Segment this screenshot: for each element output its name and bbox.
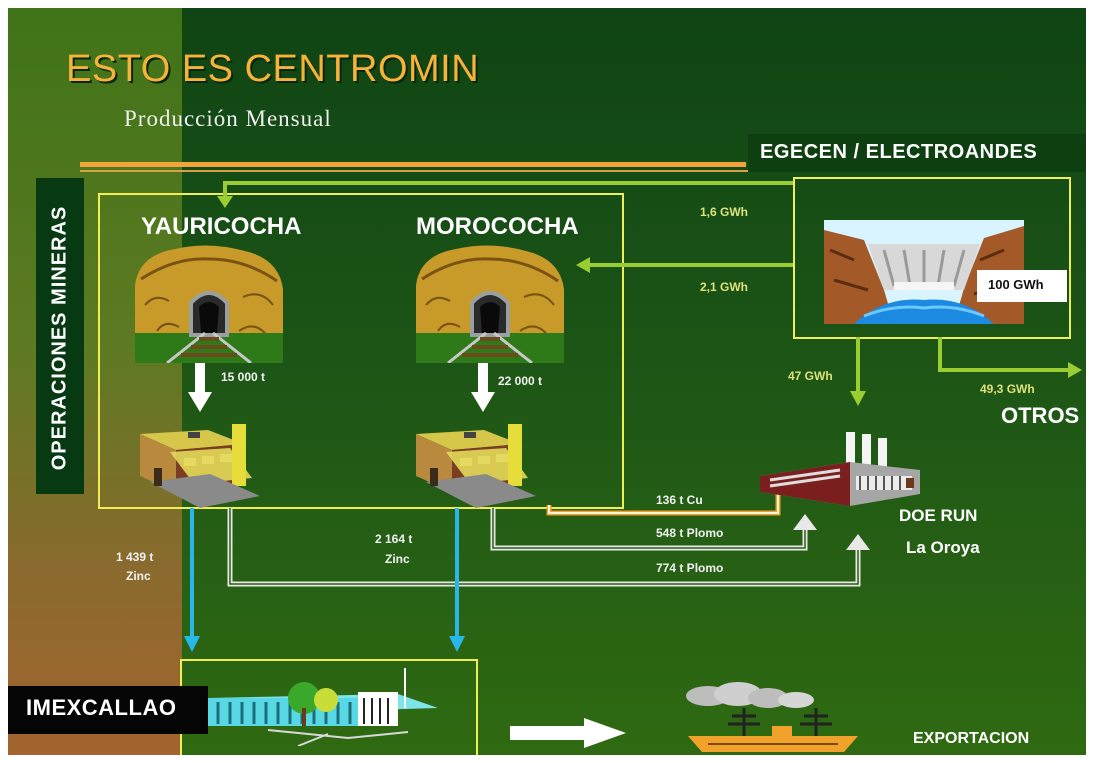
- lead-flow-label-morococha: 548 t Plomo: [656, 526, 724, 540]
- lead-arrowhead-yauricocha: [846, 534, 870, 550]
- zinc-arrowhead-yauricocha: [184, 636, 200, 652]
- refinery-icon: [760, 432, 920, 506]
- plant-output-badge: [977, 270, 1067, 302]
- lead-flow-label-yauricocha: 774 t Plomo: [656, 561, 724, 575]
- power-label-doerun: 47 GWh: [788, 369, 833, 383]
- power-label-morococha: 2,1 GWh: [700, 280, 749, 294]
- tonnage-label-morococha: 22 000 t: [498, 374, 543, 388]
- operations-label-box: [36, 178, 84, 494]
- flow-arrows: [184, 181, 1082, 748]
- zinc-arrowhead-morococha: [449, 636, 465, 652]
- page-subtitle: Producción Mensual: [124, 106, 332, 131]
- page-title: ESTO ES CENTROMIN: [66, 48, 480, 90]
- mine-name-morococha: MOROCOCHA: [416, 213, 579, 240]
- zinc-unit-yauricocha: Zinc: [126, 569, 151, 583]
- port-label-box: [8, 686, 208, 734]
- export-arrow-shaft: [510, 726, 586, 740]
- power-arrow-others: [938, 337, 1070, 372]
- zinc-qty-morococha: 2 164 t: [375, 532, 413, 546]
- provider-label: EGECEN / ELECTROANDES: [760, 141, 1038, 163]
- plant-output-value: 100 GWh: [988, 277, 1044, 292]
- cargo-ship-icon: [686, 682, 858, 752]
- provider-banner: [748, 134, 1086, 172]
- title-divider: [80, 170, 1086, 172]
- export-label: EXPORTACION: [913, 730, 1030, 747]
- mine-name-yauricocha: YAURICOCHA: [141, 213, 302, 240]
- zinc-unit-morococha: Zinc: [385, 552, 410, 566]
- slide: ESTO ES CENTROMIN Producción Mensual EGE…: [8, 8, 1086, 755]
- copper-flow-label: 136 t Cu: [656, 493, 703, 507]
- power-arrowhead-yauricocha: [217, 196, 233, 208]
- power-plant-frame: [793, 177, 1071, 339]
- power-arrowhead-morococha: [576, 257, 590, 273]
- power-label-others: 49,3 GWh: [980, 382, 1035, 396]
- mine-tunnel-icon: [416, 245, 564, 363]
- port-label: IMEXCALLAO: [26, 695, 177, 720]
- ore-arrowhead-morococha: [471, 392, 495, 412]
- mine-tunnel-icon: [135, 245, 283, 363]
- refinery-location: La Oroya: [906, 538, 980, 557]
- refinery-name: DOE RUN: [899, 506, 978, 525]
- power-arrow-yauricocha: [223, 181, 793, 200]
- zinc-qty-yauricocha: 1 439 t: [116, 550, 154, 564]
- ore-arrowhead-yauricocha: [188, 392, 212, 412]
- lead-arrowhead-morococha: [793, 514, 817, 530]
- power-label-yauricocha: 1,6 GWh: [700, 205, 749, 219]
- ore-arrow-yauricocha-shaft: [195, 363, 205, 393]
- title-underline: [80, 162, 746, 167]
- power-arrowhead-doerun: [850, 391, 866, 406]
- port-building-icon: [208, 668, 438, 746]
- tonnage-label-yauricocha: 15 000 t: [221, 370, 266, 384]
- concentrator-plant-icon: [140, 424, 260, 508]
- mining-operations-frame: [98, 193, 624, 509]
- power-arrowhead-others: [1068, 362, 1082, 378]
- ore-arrow-morococha-shaft: [478, 363, 488, 393]
- export-arrowhead: [584, 718, 626, 748]
- concentrator-plant-icon: [416, 424, 536, 508]
- others-label: OTROS: [1001, 403, 1080, 428]
